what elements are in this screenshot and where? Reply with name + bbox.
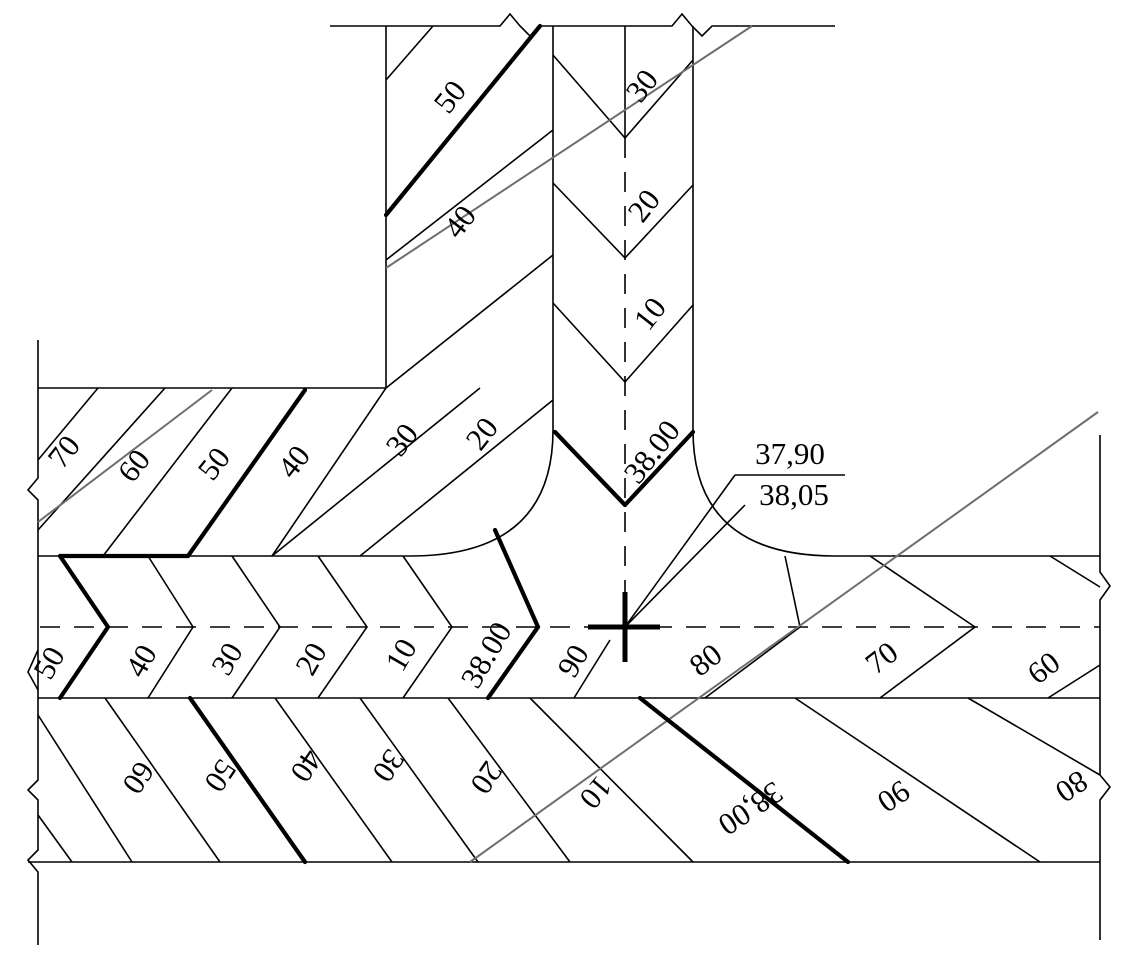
contour-lines	[37, 25, 1101, 863]
contour-label: 50	[426, 74, 473, 120]
contour-label: 10	[573, 770, 620, 816]
contour-label: 30	[378, 417, 425, 463]
contour-label: 50	[26, 641, 72, 685]
contour-label: 60	[1021, 644, 1067, 691]
top-break-line	[330, 12, 835, 38]
contour-label: 40	[284, 743, 330, 788]
contour-label: 90	[871, 774, 916, 820]
left-edge-tick	[27, 649, 39, 691]
elevation-callout: 37,90 38,05	[755, 436, 829, 512]
elevation-point-marker	[588, 592, 660, 662]
existing-elevation-label: 38,05	[759, 477, 829, 512]
contour-label: 40	[270, 439, 317, 485]
contour-labels: 50 40 30 20 10 38.00 70 60 50 40 30 20 5…	[26, 63, 1095, 843]
contour-label: 40	[118, 639, 164, 683]
contour-label: 60	[116, 755, 162, 800]
left-break-line	[26, 340, 39, 945]
contour-label: 80	[683, 636, 729, 683]
contour-label: 40	[436, 199, 483, 245]
contour-label: 20	[620, 183, 667, 229]
contour-label: 20	[458, 411, 505, 457]
contour-label: 10	[626, 291, 673, 337]
design-elevation-label: 37,90	[755, 436, 825, 471]
callout-leader-1	[624, 474, 736, 628]
contour-label: 50	[190, 441, 237, 487]
contour-label: 50	[198, 753, 244, 798]
bold-contour-lines	[57, 23, 851, 865]
contour-label: 70	[859, 634, 905, 681]
contour-label: 90	[550, 639, 596, 683]
contour-label: 30	[204, 637, 250, 681]
curb-return-left	[409, 429, 554, 557]
contour-label: 20	[288, 637, 334, 681]
contour-label: 70	[40, 429, 87, 475]
contour-label: 80	[1049, 764, 1094, 810]
contour-label: 20	[464, 755, 510, 800]
callout-leader-2	[624, 504, 746, 628]
road-edges	[26, 12, 1112, 945]
grade-lines	[37, 25, 1099, 863]
right-break-line	[1099, 435, 1112, 940]
contour-label: 30	[366, 743, 412, 788]
contour-label: 60	[110, 443, 157, 489]
curb-return-right	[692, 429, 836, 557]
contour-label: 10	[378, 633, 424, 677]
